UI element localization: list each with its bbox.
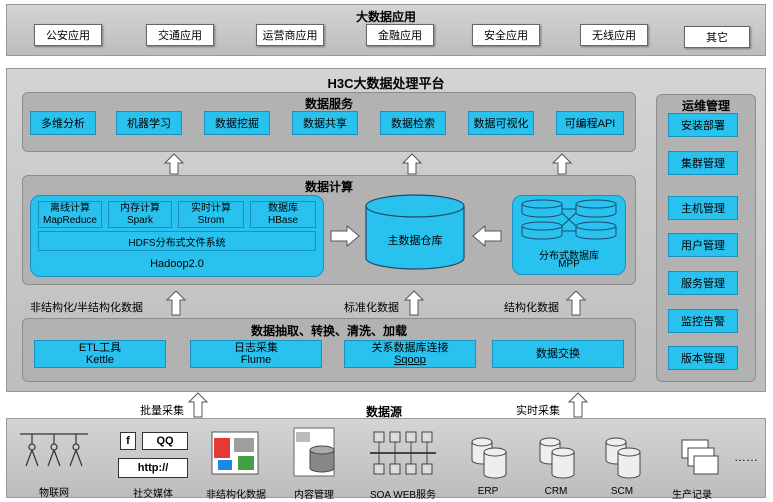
source-label-production: 生产记录 <box>672 490 712 501</box>
extract-exchange[interactable]: 数据交换 <box>492 340 624 368</box>
service-visualization[interactable]: 数据可视化 <box>468 111 534 135</box>
ops-user[interactable]: 用户管理 <box>668 233 738 257</box>
up-arrow-icon <box>568 392 588 418</box>
app-other[interactable]: 其它 <box>684 26 750 48</box>
app-layer-title: 大数据应用 <box>355 10 416 24</box>
service-ml[interactable]: 机器学习 <box>116 111 182 135</box>
hadoop-cell-cn: 数据库 <box>268 202 298 214</box>
hadoop-label: Hadoop2.0 <box>150 258 204 270</box>
extract-line2: Kettle <box>85 354 115 366</box>
http-icon: http:// <box>118 458 188 478</box>
documents-icon <box>211 431 259 475</box>
ops-host[interactable]: 主机管理 <box>668 196 738 220</box>
service-olap[interactable]: 多维分析 <box>30 111 96 135</box>
flow-label-unstructured: 非结构化/半结构化数据 <box>30 302 144 314</box>
service-sharing[interactable]: 数据共享 <box>292 111 358 135</box>
extract-line1: 日志采集 <box>234 342 278 354</box>
ops-install[interactable]: 安装部署 <box>668 113 738 137</box>
hadoop-cell-en: Spark <box>126 214 154 226</box>
extract-etl[interactable]: ETL工具 Kettle <box>34 340 166 368</box>
iot-network-icon <box>20 433 88 467</box>
up-arrow-icon <box>566 290 586 316</box>
extract-line1: 关系数据库连接 <box>371 342 449 354</box>
more-sources-ellipsis: …… <box>734 450 758 464</box>
extract-sqoop[interactable]: 关系数据库连接 Sqoop <box>344 340 476 368</box>
ops-monitor[interactable]: 监控告警 <box>668 309 738 333</box>
extract-line1: 数据交换 <box>536 348 580 360</box>
ops-title: 运维管理 <box>681 99 730 113</box>
hadoop-cell-en: Strom <box>197 214 225 226</box>
soa-services-icon <box>370 431 436 475</box>
hadoop-cell-storm[interactable]: 实时计算 Strom <box>178 201 244 228</box>
service-search[interactable]: 数据检索 <box>380 111 446 135</box>
flow-label-standardized: 标准化数据 <box>344 302 399 314</box>
up-arrow-icon <box>402 153 422 175</box>
scm-database-icon <box>605 437 641 479</box>
ops-service[interactable]: 服务管理 <box>668 271 738 295</box>
source-label-erp: ERP <box>477 486 499 497</box>
facebook-icon: f <box>120 432 136 450</box>
crm-database-icon <box>539 437 575 479</box>
ops-version[interactable]: 版本管理 <box>668 346 738 370</box>
hadoop-cell-cn: 离线计算 <box>50 202 90 214</box>
app-public-security[interactable]: 公安应用 <box>34 24 102 46</box>
mpp-cn-label: 分布式数据库 <box>539 251 599 262</box>
realtime-collect-label: 实时采集 <box>516 405 560 417</box>
sources-title: 数据源 <box>365 405 402 419</box>
hdfs-bar[interactable]: HDFS分布式文件系统 <box>38 231 316 251</box>
up-arrow-icon <box>404 290 424 316</box>
hadoop-cell-en: HBase <box>267 214 298 226</box>
flow-label-structured: 结构化数据 <box>504 302 559 314</box>
hadoop-cell-cn: 内存计算 <box>120 202 160 214</box>
app-security[interactable]: 安全应用 <box>472 24 540 46</box>
up-arrow-icon <box>188 392 208 418</box>
up-arrow-icon <box>166 290 186 316</box>
qq-icon: QQ <box>142 432 188 450</box>
mpp-database-icon <box>521 199 617 240</box>
hadoop-cell-cn: 实时计算 <box>191 202 231 214</box>
extraction-title: 数据抽取、转换、清洗、加载 <box>250 324 407 338</box>
warehouse-cylinder-icon[interactable] <box>364 194 466 272</box>
source-label-content: 内容管理 <box>294 490 334 501</box>
left-arrow-icon <box>472 225 502 247</box>
erp-database-icon <box>471 437 507 479</box>
hadoop-cell-en: MapReduce <box>43 214 97 226</box>
extract-flume[interactable]: 日志采集 Flume <box>190 340 322 368</box>
ops-cluster[interactable]: 集群管理 <box>668 151 738 175</box>
extract-line1: ETL工具 <box>78 342 122 354</box>
hadoop-block <box>30 195 324 277</box>
extract-line2: Sqoop <box>394 354 426 366</box>
source-label-scm: SCM <box>610 486 634 497</box>
content-management-icon <box>293 427 335 477</box>
up-arrow-icon <box>552 153 572 175</box>
service-api[interactable]: 可编程API <box>556 111 624 135</box>
source-label-social: 社交媒体 <box>133 489 173 500</box>
source-label-iot: 物联网 <box>39 488 69 499</box>
app-traffic[interactable]: 交通应用 <box>146 24 214 46</box>
up-arrow-icon <box>164 153 184 175</box>
data-service-title: 数据服务 <box>304 97 353 111</box>
batch-collect-label: 批量采集 <box>140 405 184 417</box>
hadoop-cell-hbase[interactable]: 数据库 HBase <box>250 201 316 228</box>
mpp-en-label: MPP <box>558 259 580 270</box>
app-finance[interactable]: 金融应用 <box>366 24 434 46</box>
service-mining[interactable]: 数据挖掘 <box>204 111 270 135</box>
source-label-crm: CRM <box>544 486 568 497</box>
extract-line2: Flume <box>240 354 272 366</box>
app-wireless[interactable]: 无线应用 <box>580 24 648 46</box>
hadoop-cell-mapreduce[interactable]: 离线计算 MapReduce <box>38 201 102 228</box>
data-compute-title: 数据计算 <box>304 180 353 194</box>
platform-title: H3C大数据处理平台 <box>327 76 445 91</box>
hadoop-cell-spark[interactable]: 内存计算 Spark <box>108 201 172 228</box>
warehouse-label: 主数据仓库 <box>387 235 443 247</box>
production-records-icon <box>681 439 719 475</box>
right-arrow-icon <box>330 225 360 247</box>
source-label-soa: SOA WEB服务 <box>369 490 437 501</box>
source-label-unstructured: 非结构化数据 <box>206 490 266 501</box>
app-operator[interactable]: 运营商应用 <box>256 24 324 46</box>
